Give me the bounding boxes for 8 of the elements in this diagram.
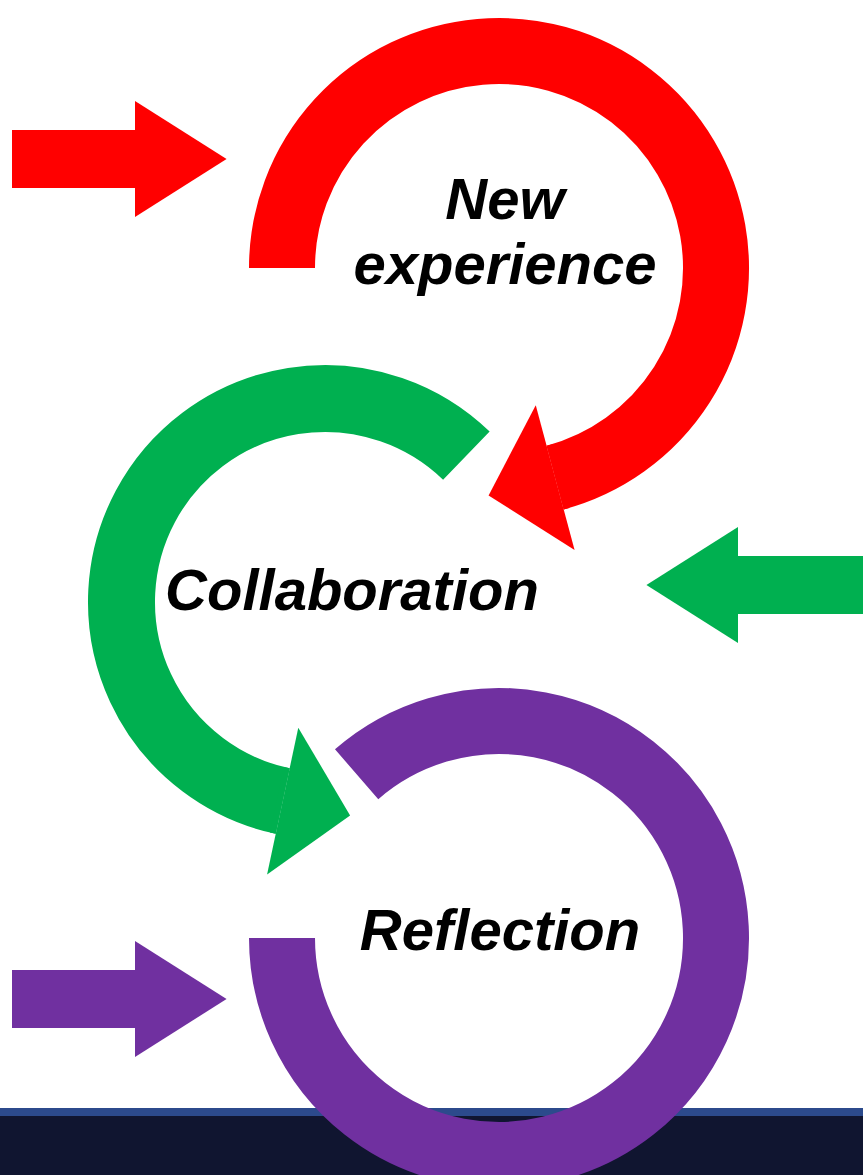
arrowhead (267, 727, 351, 875)
node-label: New experience (352, 167, 658, 297)
block-arrow (646, 527, 863, 643)
block-arrow (12, 941, 227, 1057)
arrowhead (488, 405, 575, 551)
node-label: Collaboration (165, 557, 539, 623)
block-arrow (12, 101, 227, 217)
node-label: Reflection (359, 897, 641, 963)
